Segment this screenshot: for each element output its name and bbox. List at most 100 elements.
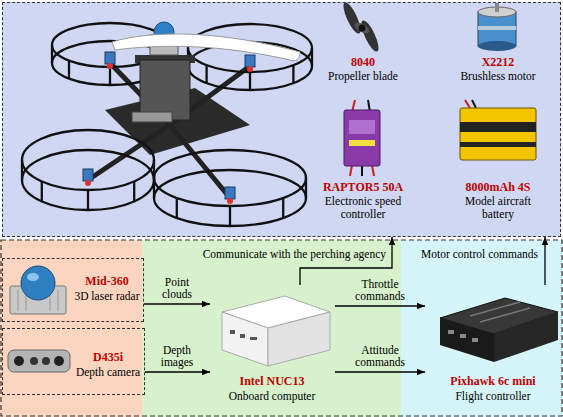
drone-illustration — [83, 52, 255, 199]
part-name: Model aircraft battery — [458, 195, 538, 221]
drone-illustration — [292, 65, 294, 83]
drone-illustration — [133, 181, 135, 201]
computer-icon — [250, 337, 257, 340]
depth-camera-icon — [14, 356, 24, 366]
flight-controller-icon — [480, 308, 530, 322]
drone-illustration — [88, 125, 170, 180]
part-model: X2212 — [453, 56, 543, 69]
device-model: Intel NUC13 — [211, 375, 333, 388]
device-name: Flight controller — [427, 390, 559, 403]
edge-label: Attitude commands — [351, 344, 409, 368]
drone-illustration — [140, 60, 190, 120]
esc-icon — [344, 100, 380, 176]
signal-arrow — [335, 305, 425, 306]
flight-controller-icon — [448, 330, 478, 342]
flight-controller-icon — [460, 334, 466, 338]
drone-illustration — [68, 61, 70, 79]
esc-icon — [350, 165, 352, 176]
signal-arrow — [335, 371, 425, 372]
connector-group — [144, 237, 545, 372]
component-panel: 8040Propeller bladeX2212Brushless motorR… — [2, 2, 561, 237]
drone-illustration — [112, 34, 300, 61]
motor-icon — [478, 26, 516, 30]
drone-illustration — [22, 150, 154, 210]
depth-camera-icon — [30, 357, 38, 365]
edge-label: Communicate with the perching agency — [146, 248, 386, 260]
flight-controller-icon — [472, 338, 478, 342]
propeller-icon — [340, 0, 381, 53]
part-model: 8000mAh 4S — [448, 181, 548, 194]
drone-illustration — [41, 181, 43, 201]
drone-illustration — [22, 130, 154, 190]
drone-illustration — [227, 198, 233, 204]
edge-label: Throttle commands — [351, 278, 409, 302]
propeller-icon — [353, 21, 371, 36]
flight-controller-icon — [494, 312, 558, 362]
computer-icon — [268, 312, 330, 366]
battery-icon — [460, 100, 536, 160]
drone-illustration — [105, 52, 115, 64]
sensor-box: Mid-3603D laser radar — [2, 258, 144, 322]
drone-illustration — [249, 72, 251, 90]
device-model: Pixhawk 6c mini — [427, 375, 559, 388]
motor-icon — [478, 41, 516, 51]
drone-illustration — [225, 187, 235, 199]
drone-illustration — [311, 48, 313, 66]
drone-illustration — [170, 125, 230, 198]
drone-illustration — [21, 160, 23, 180]
lidar-icon — [10, 266, 66, 314]
device-model: D435i — [74, 351, 142, 364]
drone-illustration — [22, 23, 312, 226]
drone-illustration — [85, 180, 91, 186]
drone-illustration — [87, 190, 89, 210]
part-name: Brushless motor — [448, 70, 548, 83]
esc-icon — [372, 165, 374, 176]
drone-illustration — [305, 178, 307, 198]
computer-icon — [240, 334, 245, 338]
esc-icon — [349, 120, 375, 134]
esc-icon — [344, 110, 380, 166]
depth-camera-icon — [54, 356, 64, 366]
flight-controller-icon — [440, 298, 558, 362]
depth-camera-icon — [42, 357, 50, 365]
region-fill — [1, 240, 562, 416]
signal-arrow — [544, 237, 545, 285]
controller-unit: Pixhawk 6c miniFlight controller — [425, 285, 561, 409]
edge-label: Point clouds — [155, 276, 199, 300]
part-model: RAPTOR5 50A — [313, 181, 413, 194]
part-name: Electronic speed controller — [318, 195, 408, 221]
lidar-icon — [18, 290, 19, 311]
region-fill — [142, 240, 401, 417]
signal-arrow — [144, 303, 210, 304]
region-fill — [2, 2, 561, 237]
drone-illustration — [282, 198, 284, 218]
esc-icon — [361, 165, 363, 176]
propeller-icon — [359, 25, 366, 32]
drone-illustration — [247, 66, 253, 72]
device-name: Onboard computer — [211, 390, 333, 403]
drone-illustration — [176, 198, 178, 218]
drone-illustration — [109, 67, 111, 85]
computer-icon — [230, 330, 257, 340]
computer-icon — [230, 330, 235, 334]
edge-label: Motor control commands — [388, 248, 538, 260]
battery-icon — [460, 108, 536, 160]
drone-illustration — [22, 22, 312, 226]
battery-icon — [472, 100, 476, 108]
edge-label: Depth images — [153, 344, 201, 368]
battery-icon — [460, 142, 536, 147]
lidar-icon — [21, 266, 55, 300]
flight-controller-icon — [470, 302, 520, 316]
drone-illustration — [153, 178, 155, 198]
signal-arrow — [145, 371, 210, 372]
flight-controller-icon — [448, 330, 454, 334]
computer-icon — [222, 312, 268, 366]
flight-controller-icon — [440, 318, 494, 362]
drone-illustration — [205, 65, 207, 83]
battery-icon — [460, 122, 536, 132]
device-name: 3D laser radar — [73, 290, 141, 303]
part-model: 8040 — [318, 56, 408, 69]
flight-controller-icon — [470, 302, 530, 322]
